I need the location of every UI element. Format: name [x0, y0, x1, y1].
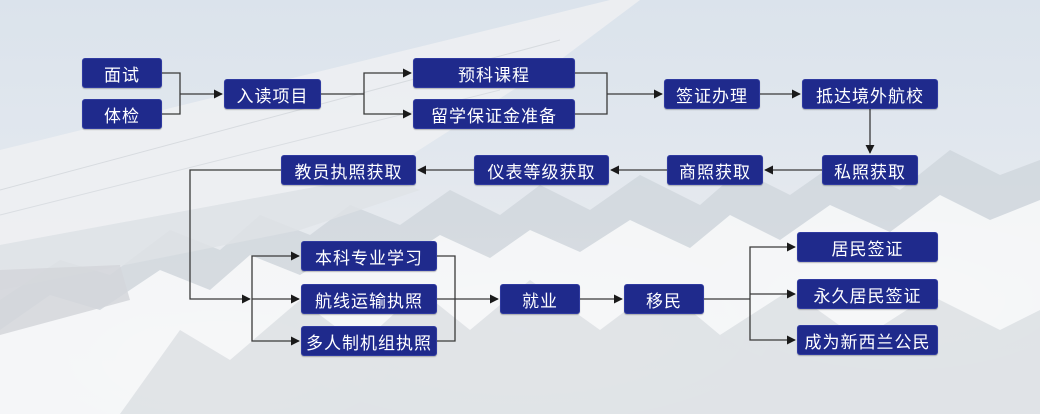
node-bachelor[interactable]: 本科专业学习 [301, 241, 437, 271]
edge-split-bachelor [251, 251, 300, 299]
node-permanent-resident[interactable]: 永久居民签证 [797, 279, 938, 309]
node-resident-visa[interactable]: 居民签证 [797, 232, 938, 262]
edge-foundation-visa [575, 72, 608, 94]
node-employment[interactable]: 就业 [500, 284, 580, 314]
edge-immigration-citizen [749, 299, 796, 345]
node-interview[interactable]: 面试 [82, 58, 162, 88]
node-foundation[interactable]: 预科课程 [413, 58, 575, 88]
node-visa[interactable]: 签证办理 [664, 79, 760, 109]
node-enroll[interactable]: 入读项目 [224, 79, 321, 109]
node-citizen[interactable]: 成为新西兰公民 [797, 325, 938, 355]
node-instructor[interactable]: 教员执照获取 [281, 155, 416, 185]
node-medical[interactable]: 体检 [82, 99, 162, 129]
edge-medical-enroll [162, 94, 181, 115]
node-atpl[interactable]: 航线运输执照 [301, 284, 437, 314]
node-mpl[interactable]: 多人制机组执照 [301, 326, 437, 356]
edge-interview-enroll [162, 72, 181, 94]
edge-split-mpl [251, 299, 300, 346]
edge-mpl-employment [437, 299, 456, 342]
node-cpl[interactable]: 商照获取 [667, 155, 763, 185]
edge-immigration-resident [749, 242, 796, 299]
edge-enroll-foundation [363, 68, 412, 94]
edge-bachelor-employment [437, 255, 456, 299]
node-deposit[interactable]: 留学保证金准备 [413, 99, 575, 129]
node-ppl[interactable]: 私照获取 [822, 155, 918, 185]
edge-enroll-deposit [363, 94, 412, 119]
edge-instructor-down [189, 169, 281, 304]
node-arrive[interactable]: 抵达境外航校 [802, 79, 938, 109]
node-immigration[interactable]: 移民 [624, 284, 704, 314]
edge-deposit-visa [575, 94, 608, 115]
node-ir[interactable]: 仪表等级获取 [474, 155, 609, 185]
